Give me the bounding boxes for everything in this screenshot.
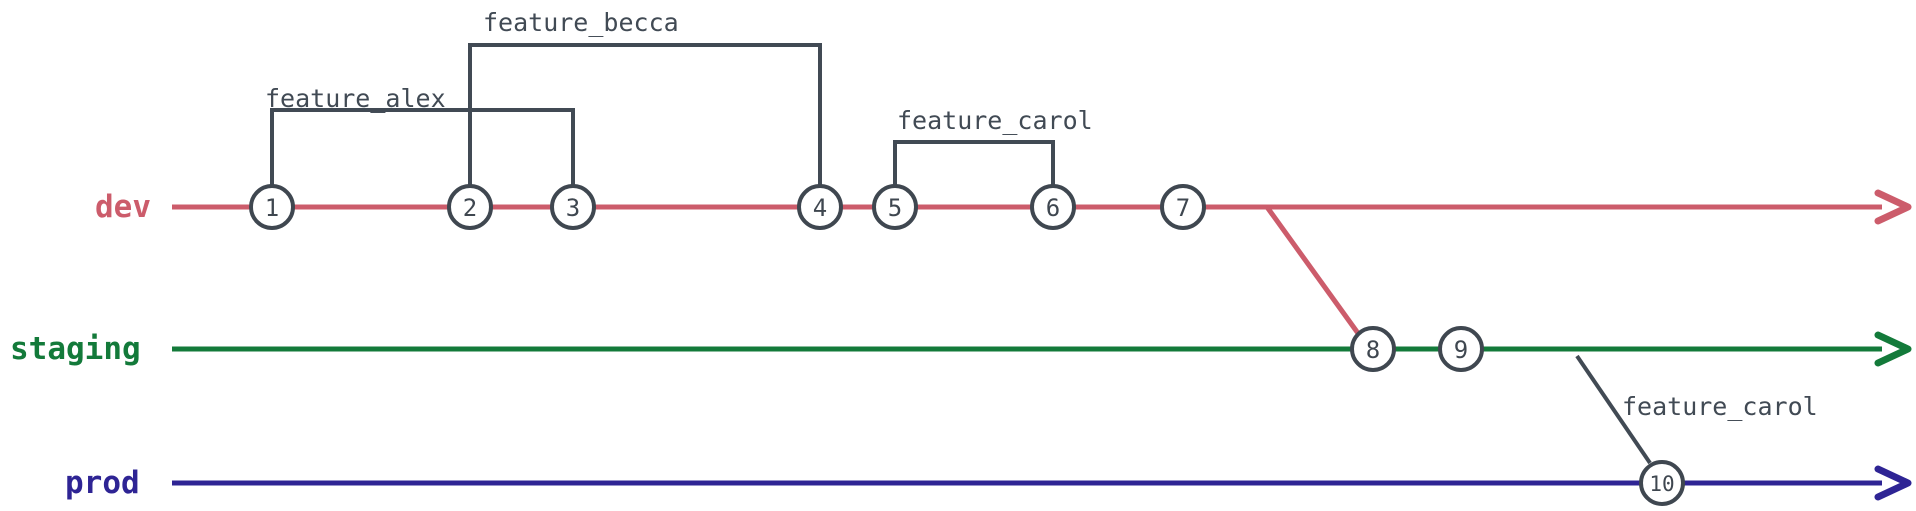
merge-edge-group [1264,205,1652,465]
merge-edge-dev-to-staging [1264,205,1363,338]
feature-bracket-group [270,43,1055,207]
commit-node-3[interactable] [550,184,596,230]
branch-label-staging[interactable]: staging [10,331,141,367]
commit-node-8[interactable] [1350,326,1396,372]
commit-node-10[interactable] [1639,460,1685,506]
commit-node-6[interactable] [1030,184,1076,230]
branch-label-prod[interactable]: prod [65,465,140,501]
commit-node-5[interactable] [872,184,918,230]
branch-label-dev[interactable]: dev [95,189,151,225]
feature-bracket-feature_carol_dev [893,140,1055,207]
commit-node-1[interactable] [249,184,295,230]
commit-node-4[interactable] [797,184,843,230]
commit-node-group [249,184,1685,506]
feature-label-feature_carol_dev[interactable]: feature_carol [897,106,1093,135]
merge-edge-staging-to-prod [1575,354,1652,465]
commit-node-7[interactable] [1160,184,1206,230]
feature-label-feature_alex[interactable]: feature_alex [265,84,446,113]
feature-label-feature_carol_prod[interactable]: feature_carol [1622,392,1818,421]
branch-arrowhead-dev [1874,189,1912,225]
branch-arrowhead-staging [1874,331,1912,367]
feature-label-feature_becca[interactable]: feature_becca [483,8,679,37]
commit-node-2[interactable] [447,184,493,230]
branch-lines-group [172,189,1912,501]
feature-bracket-feature_alex [270,108,575,207]
feature-bracket-feature_becca [468,43,822,207]
commit-node-9[interactable] [1438,326,1484,372]
branch-arrowhead-prod [1874,465,1912,501]
